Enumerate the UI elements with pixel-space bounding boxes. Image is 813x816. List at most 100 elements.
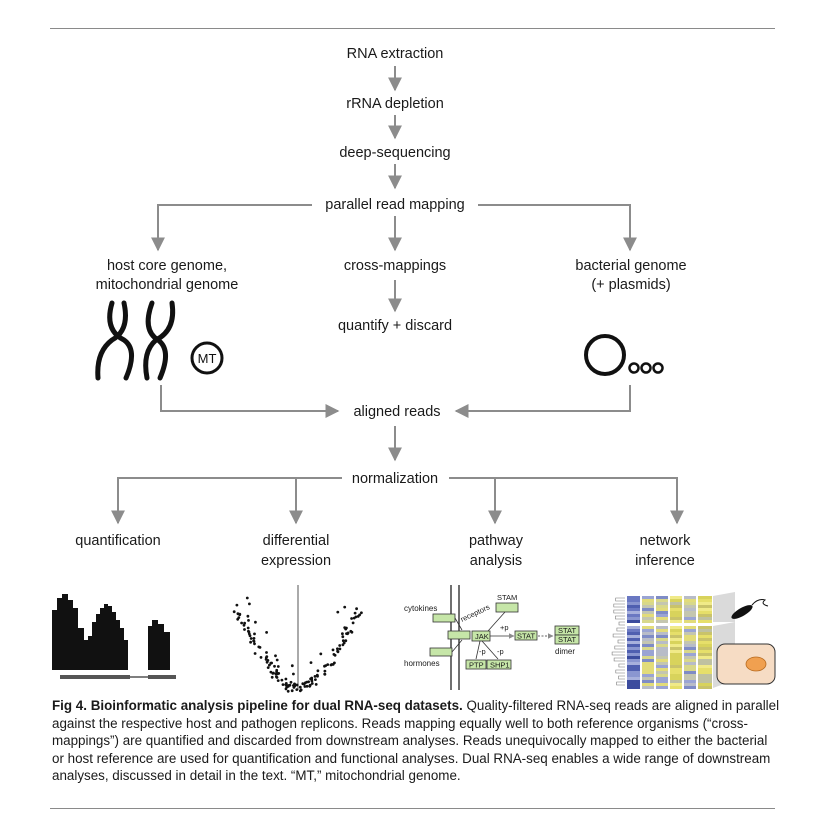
caption-body: Quality-filtered RNA-seq reads are align… bbox=[52, 698, 780, 783]
heatmap-cell bbox=[684, 653, 696, 656]
node-bacterial-genome-line1: bacterial genome bbox=[575, 258, 686, 274]
heatmap-cell bbox=[627, 668, 640, 671]
dendrogram-branch bbox=[613, 609, 625, 614]
heatmap-cell bbox=[698, 596, 712, 599]
volcano-dot bbox=[319, 652, 323, 656]
volcano-dot bbox=[353, 611, 357, 615]
heatmap-cell bbox=[656, 653, 668, 656]
heatmap-cell bbox=[627, 617, 640, 620]
volcano-dot bbox=[310, 682, 314, 685]
heatmap-cell bbox=[656, 683, 668, 686]
stat-dimer-bottom-label: STAT bbox=[558, 635, 576, 644]
heatmap-cell bbox=[698, 671, 712, 674]
volcano-dot bbox=[336, 647, 339, 651]
volcano-dot bbox=[252, 637, 256, 640]
heatmap-cell bbox=[684, 596, 696, 599]
volcano-dot bbox=[314, 678, 317, 681]
heatmap-cell bbox=[670, 659, 682, 662]
hormones-label: hormones bbox=[404, 659, 440, 668]
heatmap-cell bbox=[684, 659, 696, 662]
heatmap-cell bbox=[670, 674, 682, 677]
volcano-dot bbox=[276, 665, 280, 668]
volcano-dot bbox=[323, 669, 327, 673]
heatmap-cell bbox=[698, 608, 712, 611]
heatmap-cell bbox=[670, 614, 682, 617]
heatmap-cell bbox=[627, 611, 640, 614]
heatmap-cell bbox=[656, 686, 668, 689]
heatmap-cell bbox=[656, 644, 668, 647]
figure-caption: Fig 4. Bioinformatic analysis pipeline f… bbox=[52, 697, 782, 785]
volcano-dot bbox=[350, 630, 354, 634]
volcano-dot bbox=[265, 631, 268, 634]
volcano-dot bbox=[240, 621, 244, 625]
volcano-dot bbox=[303, 685, 307, 688]
node-parallel-read-mapping: parallel read mapping bbox=[325, 197, 464, 213]
volcano-dot bbox=[338, 644, 342, 647]
volcano-dot bbox=[292, 672, 295, 676]
receptors-label: receptors bbox=[459, 602, 491, 623]
heatmap-cell bbox=[684, 656, 696, 659]
heatmap-cell bbox=[627, 620, 640, 623]
heatmap-cell bbox=[698, 638, 712, 641]
volcano-dot bbox=[249, 640, 253, 644]
heatmap-cell bbox=[670, 635, 682, 638]
heatmap-cell bbox=[684, 686, 696, 689]
volcano-dot bbox=[290, 689, 294, 693]
heatmap-cell bbox=[642, 671, 654, 674]
volcano-dot bbox=[350, 617, 353, 620]
volcano-dot bbox=[344, 639, 348, 643]
host-cell-icon bbox=[716, 643, 776, 685]
volcano-dot bbox=[316, 669, 320, 673]
dendrogram-branch bbox=[614, 645, 625, 650]
volcano-dot bbox=[298, 685, 302, 689]
heatmap-cell bbox=[698, 686, 712, 689]
node-cross-mappings: cross-mappings bbox=[344, 258, 446, 274]
volcano-dot bbox=[352, 616, 356, 620]
heatmap-cell bbox=[627, 596, 640, 599]
volcano-dot bbox=[265, 651, 268, 654]
dendrogram-branch bbox=[613, 603, 625, 608]
heatmap-cell bbox=[627, 614, 640, 617]
heatmap-cell bbox=[627, 635, 640, 638]
node-aligned-reads: aligned reads bbox=[353, 404, 440, 420]
jak-label: JAK bbox=[475, 632, 489, 641]
heatmap-cell bbox=[684, 602, 696, 605]
volcano-dot bbox=[275, 668, 279, 672]
heatmap-cell bbox=[670, 686, 682, 689]
volcano-dot bbox=[338, 647, 342, 651]
heatmap-cell bbox=[656, 659, 668, 662]
heatmap-cell bbox=[656, 635, 668, 638]
heatmap-cell bbox=[642, 680, 654, 683]
volcano-dot bbox=[270, 675, 274, 679]
volcano-dot bbox=[257, 645, 261, 649]
heatmap-cell bbox=[642, 617, 654, 620]
volcano-dot bbox=[235, 603, 239, 607]
heatmap-cell bbox=[684, 668, 696, 671]
heatmap-cell bbox=[656, 608, 668, 611]
volcano-dot bbox=[243, 621, 247, 625]
volcano-dot bbox=[246, 614, 250, 618]
heatmap-cell bbox=[656, 668, 668, 671]
volcano-dot bbox=[289, 680, 293, 684]
volcano-dot bbox=[302, 682, 306, 686]
heatmap-cell bbox=[698, 641, 712, 644]
heatmap-cell bbox=[642, 665, 654, 668]
heatmap-cell bbox=[684, 638, 696, 641]
node-host-genome-line2: mitochondrial genome bbox=[96, 277, 239, 293]
volcano-dot bbox=[247, 619, 250, 622]
heatmap-cell bbox=[627, 626, 640, 629]
heatmap-cell bbox=[627, 671, 640, 674]
heatmap-cell bbox=[684, 605, 696, 608]
heatmap-cell bbox=[698, 614, 712, 617]
mt-label: MT bbox=[198, 351, 217, 366]
volcano-dot bbox=[341, 643, 345, 647]
heatmap-cell bbox=[670, 626, 682, 629]
heatmap-cell bbox=[670, 656, 682, 659]
volcano-dot bbox=[266, 666, 270, 669]
volcano-dot bbox=[270, 661, 273, 665]
heatmap-cell bbox=[684, 629, 696, 632]
heatmap-cell bbox=[684, 614, 696, 617]
heatmap-cell bbox=[698, 620, 712, 623]
heatmap-cell bbox=[670, 650, 682, 653]
heatmap-cell bbox=[642, 635, 654, 638]
